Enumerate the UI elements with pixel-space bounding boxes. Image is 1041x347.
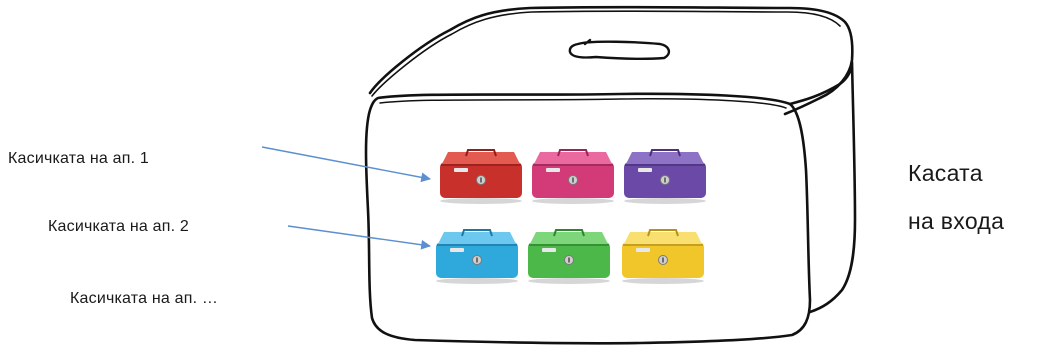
label-box-2: Касичката на ап. 2: [48, 218, 189, 236]
lock-keyhole: [480, 178, 482, 183]
cash-box-shadow: [436, 278, 518, 284]
cash-box-lid: [438, 232, 516, 244]
cash-box: [622, 230, 704, 284]
cash-box: [436, 230, 518, 284]
cash-box-shadow: [622, 278, 704, 284]
cash-box-shadow: [624, 198, 706, 204]
cash-box-plate: [638, 168, 652, 172]
arrow-box-1: [262, 147, 430, 179]
cash-box-lid: [534, 152, 612, 164]
lock-keyhole: [664, 178, 666, 183]
cash-box: [624, 150, 706, 204]
cash-box: [528, 230, 610, 284]
safe-label-line-1: Касата: [908, 160, 983, 187]
lock-keyhole: [476, 258, 478, 263]
cash-box-lid: [442, 152, 520, 164]
cash-box-shadow: [440, 198, 522, 204]
safe-front-outline-2: [380, 99, 786, 108]
cash-box-lid: [624, 232, 702, 244]
coin-slot: [570, 40, 669, 59]
safe-top-outline-2: [372, 11, 840, 96]
safe-label-line-2: на входа: [908, 208, 1004, 235]
label-box-1: Касичката на ап. 1: [8, 150, 149, 168]
cash-box-shadow: [528, 278, 610, 284]
cash-boxes-group: [436, 150, 706, 284]
safe-top-outline: [370, 7, 852, 114]
arrow-box-2: [288, 226, 430, 246]
cash-box-lid: [530, 232, 608, 244]
label-box-more: Касичката на ап. …: [70, 290, 218, 308]
cash-box-plate: [546, 168, 560, 172]
safe-side-outline: [790, 62, 855, 312]
lock-keyhole: [568, 258, 570, 263]
cash-box: [532, 150, 614, 204]
cash-box: [440, 150, 522, 204]
cash-box-plate: [450, 248, 464, 252]
cash-box-plate: [454, 168, 468, 172]
cash-box-plate: [636, 248, 650, 252]
lock-keyhole: [662, 258, 664, 263]
safe-front-outline: [366, 94, 810, 343]
cash-box-shadow: [532, 198, 614, 204]
cash-box-lid: [626, 152, 704, 164]
lock-keyhole: [572, 178, 574, 183]
cash-box-plate: [542, 248, 556, 252]
